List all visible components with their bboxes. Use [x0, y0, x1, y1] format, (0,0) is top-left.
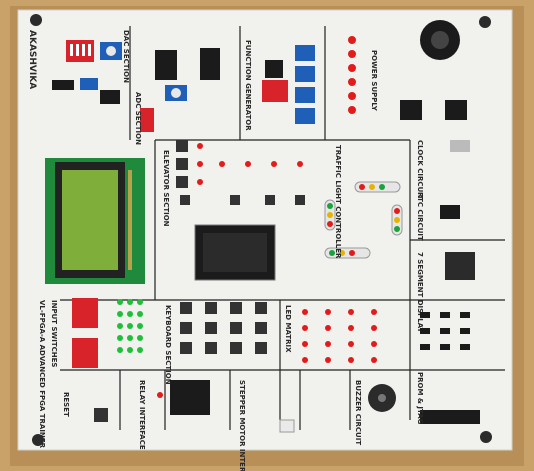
screw-bottom-right: [480, 431, 492, 443]
screw-bottom-left: [32, 434, 44, 446]
fg-dip-switch[interactable]: [262, 80, 288, 102]
screw-top-left: [30, 14, 42, 26]
keyboard-section: KEYBOARD SECTION: [164, 302, 267, 385]
right-middle-sections: CLOCK CIRCUIT RTC CIRCUIT 7 SEGMENT DISP…: [416, 140, 475, 333]
relay-label: RELAY INTERFACE: [138, 380, 146, 450]
dac-pot-2[interactable]: [80, 78, 98, 90]
adc-dip-switch[interactable]: [140, 108, 154, 132]
elevator-section: ELEVATOR SECTION: [162, 140, 305, 227]
elevator-row-button-2[interactable]: [230, 195, 240, 205]
elevator-section-label: ELEVATOR SECTION: [162, 150, 170, 227]
elevator-button-2[interactable]: [176, 158, 188, 170]
key-1[interactable]: [180, 302, 192, 314]
rtc-label: RTC CIRCUIT: [416, 192, 424, 241]
jtag-connector[interactable]: [420, 410, 480, 424]
elevator-button-1[interactable]: [176, 140, 188, 152]
dac-section: DAC SECTION: [52, 30, 130, 104]
key-5[interactable]: [180, 322, 192, 334]
function-generator-section: FUNCTION GENERATOR: [200, 40, 315, 131]
fg-pot-3[interactable]: [295, 87, 315, 103]
led-matrix-section: LED MATRIX: [284, 305, 377, 363]
prom-jtag-section: PROM & JTAG: [416, 312, 480, 425]
clock-circuit-label: CLOCK CIRCUIT: [416, 140, 424, 200]
key-3[interactable]: [230, 302, 242, 314]
adc-chip: [155, 50, 177, 80]
key-9[interactable]: [180, 342, 192, 354]
traffic-light-section: TRAFFIC LIGHT CONTROLLER: [324, 145, 403, 259]
power-leds: [348, 36, 356, 114]
stepper-connector[interactable]: [279, 419, 295, 433]
traffic-light-label: TRAFFIC LIGHT CONTROLLER: [334, 145, 342, 259]
key-8[interactable]: [255, 322, 267, 334]
reset-label: RESET: [62, 392, 70, 417]
seven-segment-label: 7 SEGMENT DISPLAY: [416, 252, 424, 333]
key-7[interactable]: [230, 322, 242, 334]
buzzer-label: BUZZER CIRCUIT: [354, 380, 362, 445]
key-10[interactable]: [205, 342, 217, 354]
lcd-module: [45, 158, 145, 284]
brand-logo-text: AKASHVIKA: [27, 30, 37, 89]
fg-chip-2: [265, 60, 283, 78]
key-12[interactable]: [255, 342, 267, 354]
input-switches-section: INPUT SWITCHES VL-FPGA-A ADVANCED FPGA T…: [38, 298, 143, 449]
regulator-2: [445, 100, 467, 120]
reset-button[interactable]: [94, 408, 108, 422]
input-dip-switch-1[interactable]: [72, 298, 98, 328]
elevator-row-button-3[interactable]: [265, 195, 275, 205]
elevator-button-3[interactable]: [176, 176, 188, 188]
elevator-row-button-4[interactable]: [295, 195, 305, 205]
panel-screws: [30, 14, 492, 446]
elevator-row-button-1[interactable]: [180, 195, 190, 205]
fg-pots: [295, 45, 315, 124]
board-title-text: VL-FPGA-A ADVANCED FPGA TRAINER: [38, 300, 46, 449]
regulator-1: [400, 100, 422, 120]
key-2[interactable]: [205, 302, 217, 314]
section-dividers: [60, 26, 505, 430]
dac-chip: [52, 80, 74, 90]
adc-section-label: ADC SECTION: [134, 92, 142, 145]
lcd-screen: [62, 170, 118, 270]
key-11[interactable]: [230, 342, 242, 354]
fg-pot-2[interactable]: [295, 66, 315, 82]
traffic-light-bar-bottom: [324, 247, 371, 259]
adc-section: ADC SECTION: [134, 50, 187, 145]
function-generator-label: FUNCTION GENERATOR: [244, 40, 252, 131]
power-supply-label: POWER SUPPLY: [370, 50, 378, 112]
input-dip-switch-2[interactable]: [72, 338, 98, 368]
prom-jtag-label: PROM & JTAG: [416, 372, 424, 425]
seven-segment-display: [445, 252, 475, 280]
fg-pot-4[interactable]: [295, 108, 315, 124]
input-switches-label: INPUT SWITCHES: [50, 300, 58, 367]
traffic-light-bar-top: [354, 181, 401, 193]
clock-crystal: [450, 140, 470, 152]
screw-top-right: [479, 16, 491, 28]
fpga-chip: [194, 224, 276, 281]
power-supply-section: POWER SUPPLY: [348, 20, 467, 120]
key-6[interactable]: [205, 322, 217, 334]
elevator-row-buttons: [180, 195, 305, 205]
key-4[interactable]: [255, 302, 267, 314]
relay: [170, 380, 210, 415]
fg-chip-1: [200, 48, 220, 80]
keyboard-section-label: KEYBOARD SECTION: [164, 305, 172, 385]
stepper-label: STEPPER MOTOR INTERFACE: [238, 380, 246, 471]
led-matrix-label: LED MATRIX: [284, 305, 292, 353]
bottom-row-sections: RESET RELAY INTERFACE STEPPER MOTOR INTE…: [62, 380, 396, 471]
dac-section-label: DAC SECTION: [122, 30, 130, 83]
rtc-chip: [440, 205, 460, 219]
fg-pot-1[interactable]: [295, 45, 315, 61]
